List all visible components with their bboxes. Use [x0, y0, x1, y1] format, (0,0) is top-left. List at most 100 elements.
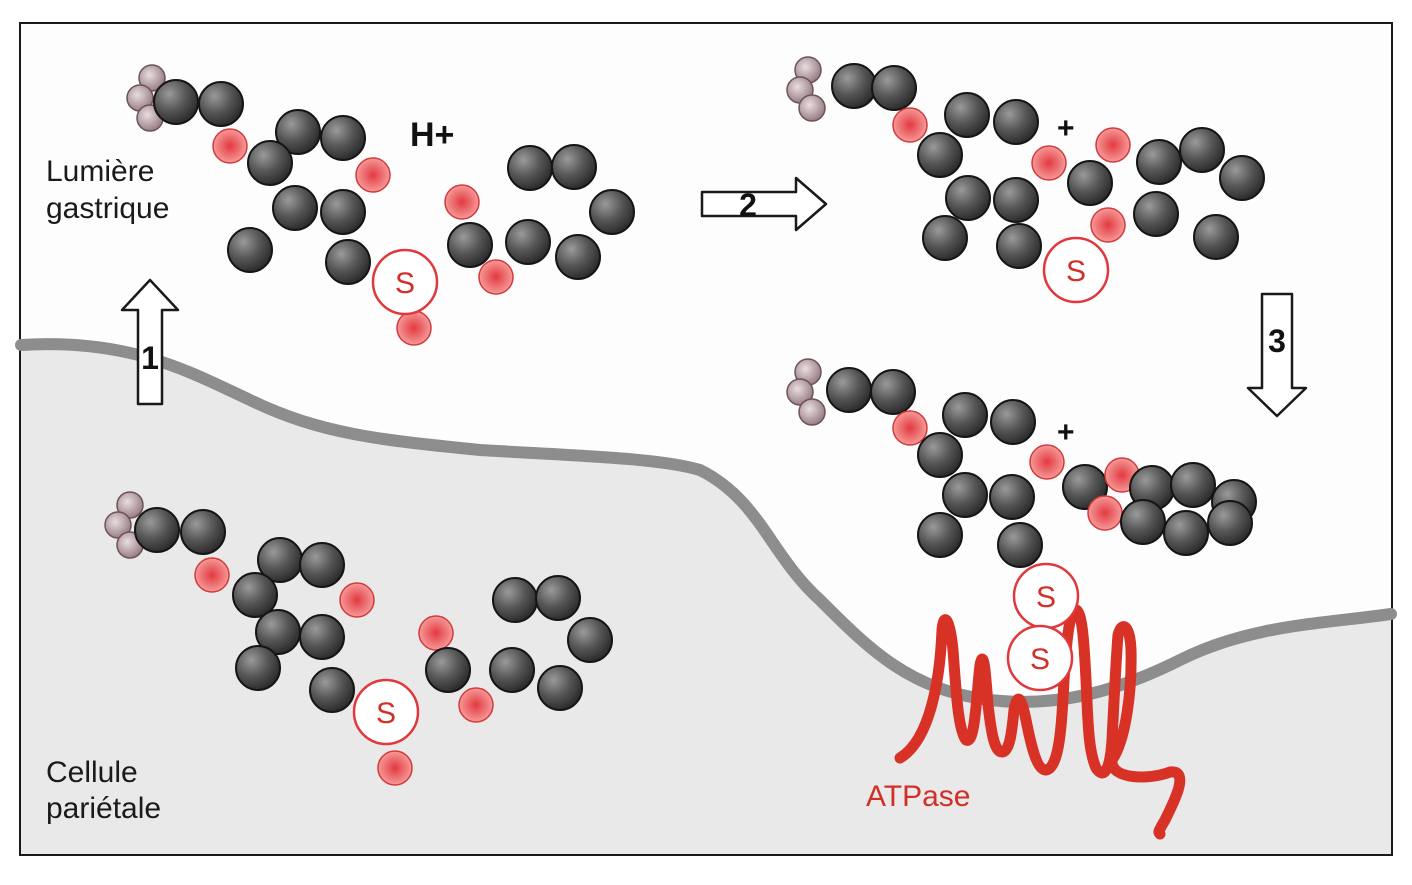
- lumen-label-line1: Lumière: [46, 155, 154, 188]
- carbon-atom: [537, 665, 583, 711]
- cell-label-line1: Cellule: [46, 756, 138, 789]
- lumen-label-line2: gastrique: [46, 192, 169, 225]
- carbon-atom: [489, 647, 535, 693]
- carbon-atom: [1120, 499, 1166, 545]
- carbon-atom: [180, 509, 226, 555]
- sulfur-label: S: [395, 267, 415, 300]
- carbon-atom: [275, 109, 321, 155]
- cell-membrane: [15, 338, 1397, 708]
- hydrogen-atom: [138, 64, 166, 92]
- carbon-atom: [871, 65, 917, 111]
- carbon-atom: [232, 572, 278, 618]
- carbon-atom: [1067, 160, 1113, 206]
- sulfur-label: S: [1066, 255, 1086, 288]
- arrow-right-icon: [700, 176, 828, 232]
- carbon-atom: [1133, 191, 1179, 237]
- carbon-atom: [425, 647, 471, 693]
- carbon-atom: [944, 92, 990, 138]
- carbon-atom: [507, 145, 553, 191]
- arrow-up-icon: [120, 278, 180, 406]
- sulfur-circle: [371, 248, 439, 316]
- step-1-arrow[interactable]: 1: [120, 278, 180, 406]
- carbon-atom: [320, 189, 366, 235]
- carbon-atom: [325, 239, 371, 285]
- carbon-atom: [1136, 139, 1182, 185]
- carbon-atom: [990, 399, 1036, 445]
- sulfur-circle: [352, 678, 420, 746]
- heteroatom: [1029, 444, 1065, 480]
- sulfur-label: S: [1030, 643, 1050, 676]
- carbon-atom: [567, 617, 613, 663]
- sulfur-circle: [1006, 624, 1074, 692]
- molecule-layer: [104, 56, 1265, 786]
- carbon-atom: [492, 577, 538, 623]
- step-2-label: 2: [739, 187, 757, 223]
- carbon-atom: [1163, 510, 1209, 556]
- carbon-atom: [1193, 214, 1239, 260]
- carbon-atom: [1219, 155, 1265, 201]
- sulfur-label: S: [376, 697, 396, 730]
- sulfur-label: S: [1036, 581, 1056, 614]
- carbon-atom: [198, 81, 244, 127]
- heteroatom: [1095, 127, 1131, 163]
- heteroatom: [355, 157, 391, 193]
- molecule-prodrug-lumen: [126, 64, 635, 346]
- carbon-atom: [870, 369, 916, 415]
- carbon-atom: [447, 222, 493, 268]
- molecule-sulfenamide-top: [786, 56, 1265, 269]
- sulfur-atom: S: [1012, 562, 1080, 630]
- carbon-atom: [134, 507, 180, 553]
- heteroatom: [892, 107, 928, 143]
- step-3-arrow[interactable]: 3: [1246, 292, 1308, 418]
- carbon-atom: [831, 63, 877, 109]
- proton-label: H+: [410, 116, 454, 154]
- carbon-atom: [826, 367, 872, 413]
- heteroatom: [1087, 495, 1123, 531]
- charge-label-bound: +: [1057, 416, 1075, 449]
- step-2-arrow[interactable]: 2: [700, 176, 828, 232]
- cell-label-line2: pariétale: [46, 792, 161, 825]
- molecule-bound-complex: [786, 358, 1257, 568]
- heteroatom: [418, 615, 454, 651]
- atpase-label: ATPase: [866, 780, 971, 813]
- heteroatom: [1031, 145, 1067, 181]
- carbon-atom: [309, 667, 355, 713]
- carbon-atom: [942, 472, 988, 518]
- carbon-atom: [922, 215, 968, 261]
- carbon-atom: [535, 575, 581, 621]
- hydrogen-atom: [798, 398, 826, 426]
- sulfur-atom: S: [371, 248, 439, 316]
- carbon-atom: [227, 227, 273, 273]
- carbon-atom: [917, 132, 963, 178]
- carbon-atom: [917, 432, 963, 478]
- heteroatom: [212, 128, 248, 164]
- carbon-atom: [299, 542, 345, 588]
- carbon-atom: [272, 185, 318, 231]
- carbon-atom: [153, 79, 199, 125]
- heteroatom: [444, 184, 480, 220]
- carbon-atom: [589, 189, 635, 235]
- carbon-atom: [917, 512, 963, 558]
- carbon-atom: [945, 175, 991, 221]
- carbon-atom: [551, 144, 597, 190]
- hydrogen-atom: [116, 491, 144, 519]
- molecule-prodrug-cell: [104, 491, 613, 786]
- carbon-atom: [1207, 500, 1253, 546]
- carbon-atom: [993, 177, 1039, 223]
- arrow-down-icon: [1246, 292, 1308, 418]
- carbon-atom: [1170, 462, 1216, 508]
- sulfur-circle: [1042, 236, 1110, 304]
- carbon-atom: [247, 140, 293, 186]
- carbon-atom: [1179, 127, 1225, 173]
- step-3-label: 3: [1268, 323, 1286, 359]
- step-1-label: 1: [141, 340, 159, 376]
- heteroatom: [194, 557, 230, 593]
- heteroatom: [377, 750, 413, 786]
- hydrogen-atom: [798, 94, 826, 122]
- sulfur-atom: S: [1042, 236, 1110, 304]
- carbon-atom: [505, 219, 551, 265]
- carbon-atom: [989, 474, 1035, 520]
- heteroatom: [892, 410, 928, 446]
